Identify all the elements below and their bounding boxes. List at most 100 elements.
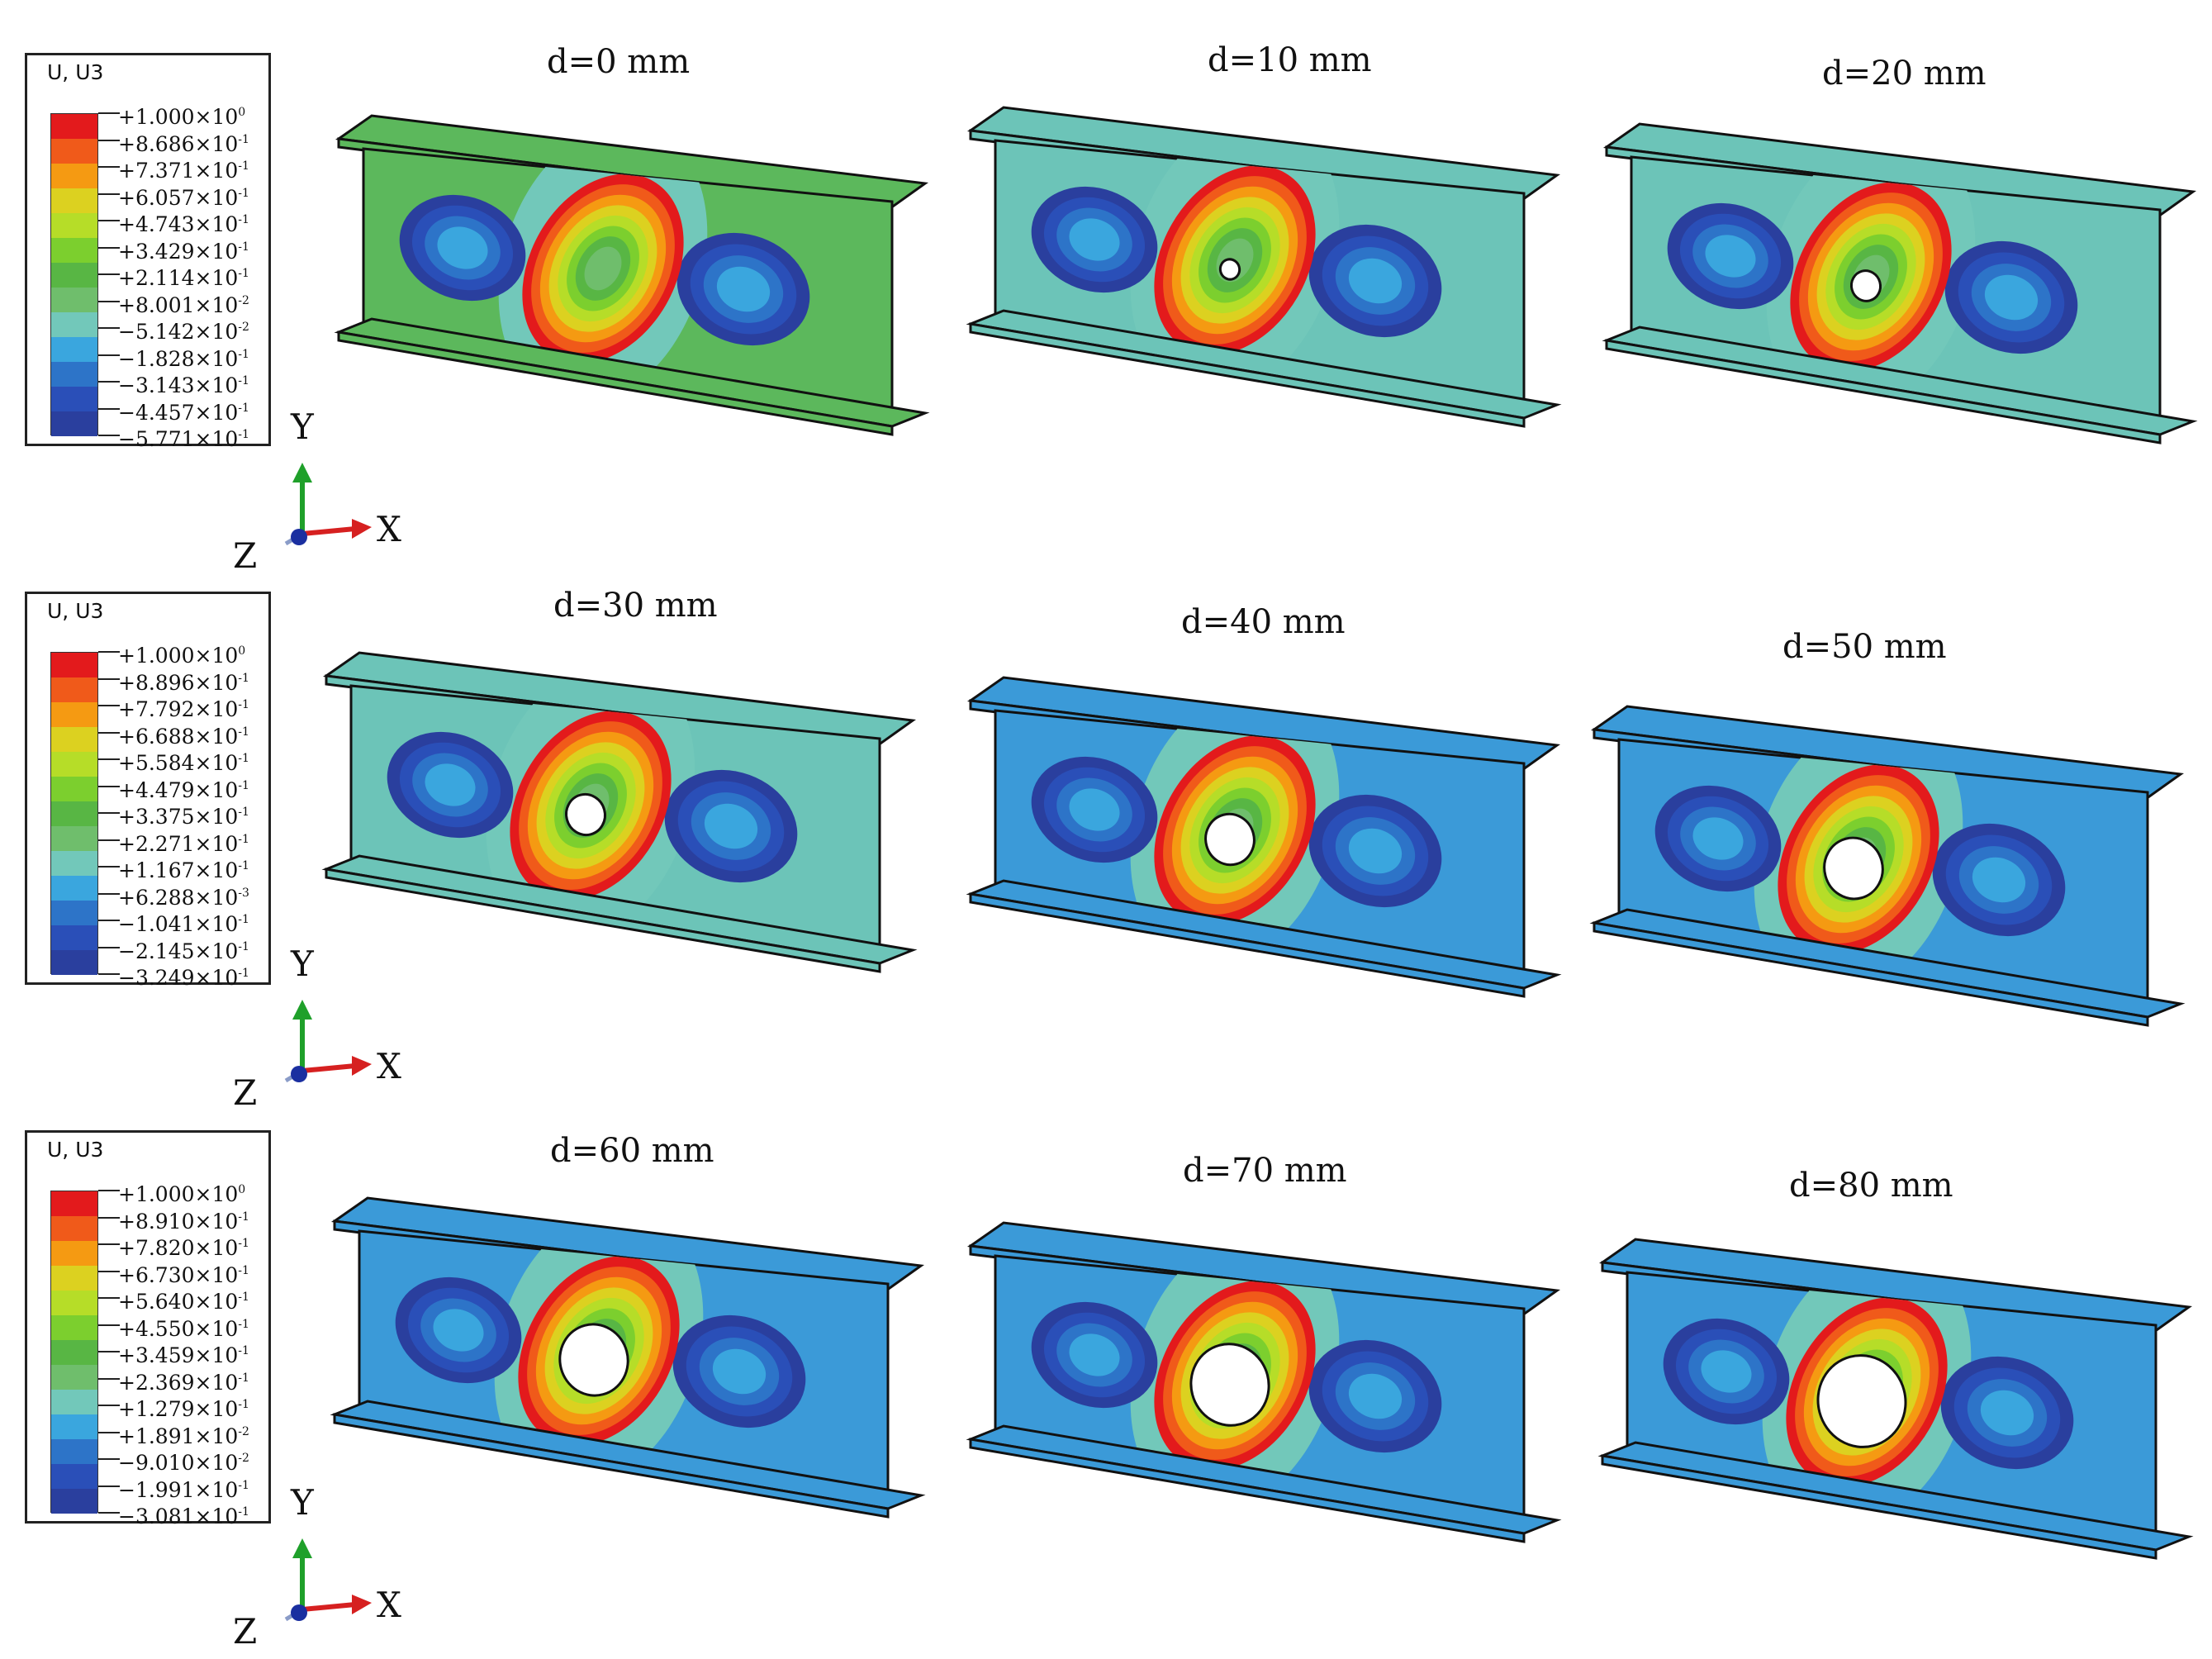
legend-tick [98, 785, 120, 787]
y-arrowhead [292, 463, 312, 482]
legend-value-exponent: -2 [238, 321, 249, 334]
legend-value-exponent: 0 [238, 1183, 246, 1196]
axis-label-x: X [377, 1585, 401, 1625]
contour-legend-row-1: U, U3 +1.000×100+8.686×10-1+7.371×10-1+6… [25, 53, 271, 451]
legend-swatch [51, 337, 97, 362]
legend-value-label: −1.828×10-1 [118, 341, 249, 371]
legend-value-mantissa: +8.686×10 [118, 131, 239, 156]
x-arrowhead [352, 1056, 372, 1076]
axis-triad-arrows [284, 463, 372, 546]
legend-value-exponent: -1 [238, 752, 249, 765]
legend-tick [98, 166, 120, 168]
legend-swatch [51, 114, 97, 139]
legend-value-exponent: -1 [238, 401, 249, 415]
legend-value-exponent: -2 [238, 293, 249, 307]
legend-value-exponent: -1 [238, 240, 249, 254]
legend-tick [98, 112, 120, 114]
legend-swatch [51, 188, 97, 213]
legend-value-mantissa: −3.249×10 [118, 966, 239, 990]
legend-swatch [51, 801, 97, 826]
legend-value-mantissa: +7.371×10 [118, 159, 239, 183]
axis-label-z: Z [233, 1072, 258, 1113]
legend-color-bar [50, 1191, 98, 1514]
legend-value-mantissa: −4.457×10 [118, 400, 239, 425]
legend-swatch [51, 901, 97, 925]
contour-band [1348, 1373, 1403, 1419]
web-contours [1031, 140, 1442, 397]
legend-swatch [51, 677, 97, 702]
legend-tick [98, 139, 120, 141]
legend-value-label: −3.081×10-1 [118, 1499, 249, 1528]
legend-value-exponent: -1 [238, 1478, 249, 1492]
panel-title-d60: d=60 mm [550, 1132, 714, 1170]
legend-swatch [51, 1390, 97, 1414]
web-hole [1189, 1343, 1270, 1427]
legend-value-mantissa: +4.550×10 [118, 1316, 239, 1341]
legend-tick [98, 327, 120, 329]
beam-panel-d80 [1597, 1238, 2194, 1560]
legend-value-exponent: -1 [238, 1505, 249, 1519]
contour-band [1980, 1390, 2034, 1436]
bottom-flange-edge [337, 330, 894, 436]
legend-value-mantissa: +1.279×10 [118, 1397, 239, 1421]
legend-swatch [51, 1414, 97, 1439]
bottom-flange-edge [325, 868, 881, 973]
legend-value-mantissa: +1.000×10 [118, 105, 239, 129]
panel-title-d50: d=50 mm [1782, 628, 1947, 666]
legend-tick [98, 1377, 120, 1380]
legend-value-label: +2.369×10-1 [118, 1365, 249, 1395]
legend-value-mantissa: −5.771×10 [118, 427, 239, 451]
axis-triad-arrows [284, 1538, 372, 1622]
panel-title-d80: d=80 mm [1789, 1167, 1953, 1205]
legend-tick [98, 354, 120, 356]
legend-value-exponent: -1 [238, 671, 249, 685]
contour-band [1701, 1350, 1752, 1393]
legend-tick [98, 651, 120, 653]
legend-value-label: +8.910×10-1 [118, 1204, 249, 1234]
legend-value-exponent: -2 [238, 1452, 249, 1465]
legend-value-label: +3.429×10-1 [118, 234, 249, 264]
legend-value-exponent: 0 [238, 644, 246, 658]
web-contours [399, 149, 810, 406]
web-hole [1849, 269, 1882, 302]
legend-value-mantissa: +7.820×10 [118, 1236, 239, 1260]
legend-swatch [51, 312, 97, 337]
axis-label-y: Y [291, 406, 314, 447]
legend-value-exponent: -1 [238, 1317, 249, 1331]
legend-swatch [51, 876, 97, 901]
legend-value-mantissa: +8.001×10 [118, 292, 239, 317]
legend-value-exponent: -1 [238, 186, 249, 200]
legend-swatch [51, 653, 97, 677]
legend-value-exponent: -1 [238, 213, 249, 226]
legend-value-label: +7.371×10-1 [118, 153, 249, 183]
legend-value-mantissa: +2.271×10 [118, 831, 239, 856]
legend-value-exponent: -1 [238, 374, 249, 387]
legend-tick [98, 839, 120, 841]
legend-value-label: +6.688×10-1 [118, 719, 249, 749]
legend-value-label: +3.459×10-1 [118, 1338, 249, 1367]
legend-value-label: +6.288×10-3 [118, 880, 249, 910]
legend-tick [98, 407, 120, 410]
legend-value-label: −4.457×10-1 [118, 395, 249, 425]
web-hole [565, 792, 606, 837]
legend-value-exponent: -1 [238, 778, 249, 792]
legend-tick [98, 812, 120, 814]
legend-value-mantissa: +3.459×10 [118, 1343, 239, 1367]
legend-tick [98, 1270, 120, 1272]
legend-tick [98, 866, 120, 868]
legend-tick [98, 973, 120, 975]
legend-swatch [51, 851, 97, 876]
legend-tick [98, 1324, 120, 1326]
legend-value-label: −5.142×10-2 [118, 314, 249, 344]
beam-panel-d20 [1602, 122, 2198, 444]
legend-value-exponent: -1 [238, 1398, 249, 1411]
legend-value-mantissa: +1.167×10 [118, 858, 239, 882]
legend-swatch [51, 164, 97, 188]
legend-value-mantissa: −3.143×10 [118, 373, 239, 397]
legend-tick [98, 1351, 120, 1352]
legend-value-mantissa: +6.057×10 [118, 185, 239, 210]
legend-value-mantissa: +6.730×10 [118, 1262, 239, 1287]
legend-value-exponent: -1 [238, 159, 249, 173]
contour-band [712, 1348, 767, 1395]
